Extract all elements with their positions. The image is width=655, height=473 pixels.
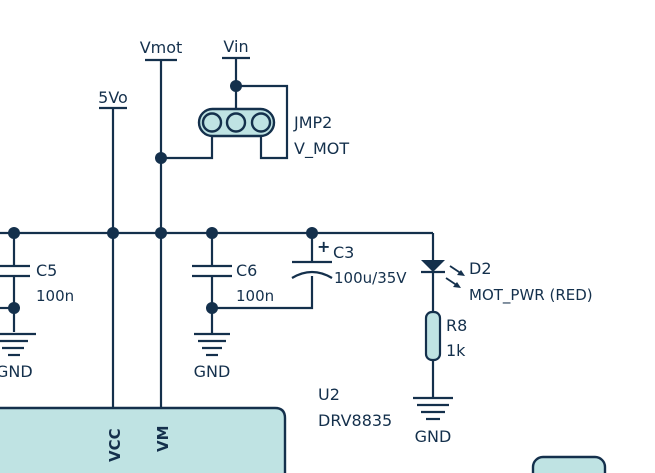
junction-dot	[155, 227, 167, 239]
vin-loop-wire	[236, 84, 289, 160]
c3-bottom-wire	[212, 276, 314, 310]
c6-ref: C6	[236, 261, 257, 280]
junction-dot	[107, 227, 119, 239]
vin-power-symbol: Vin	[222, 37, 250, 60]
ic-pin-vm: VM	[154, 425, 172, 452]
c6-value: 100n	[236, 287, 274, 305]
r8-ref: R8	[446, 316, 467, 335]
junction-dot	[306, 227, 318, 239]
r8-value: 1k	[446, 341, 466, 360]
junction-dot	[230, 80, 242, 92]
jmp-left-wire	[161, 136, 214, 160]
c5-value: 100n	[36, 287, 74, 305]
d2-ref: D2	[469, 259, 492, 278]
capacitor-c5: C5 100n	[0, 261, 74, 305]
junction-dot	[155, 152, 167, 164]
led-d2: D2 MOT_PWR (RED)	[421, 259, 593, 305]
junction-dot	[206, 302, 218, 314]
resistor-r8: R8 1k	[424, 310, 467, 362]
ground-symbol-r8: GND	[413, 396, 453, 446]
partial-component-bottom-right	[531, 455, 607, 473]
junction-dot	[8, 302, 20, 314]
ground-label: GND	[415, 427, 452, 446]
capacitor-c3: + C3 100u/35V	[291, 237, 407, 287]
d2-value: MOT_PWR (RED)	[469, 286, 593, 305]
u2-ref: U2	[318, 385, 340, 404]
vin-label: Vin	[223, 37, 248, 56]
ground-label: GND	[194, 362, 231, 381]
ground-symbol-c6: GND	[194, 332, 231, 381]
ground-symbol-c5: GND	[0, 332, 36, 381]
c5-ref: C5	[36, 261, 57, 280]
junction-dots	[8, 80, 318, 314]
ground-label: GND	[0, 362, 33, 381]
u2-part: DRV8835	[318, 411, 392, 430]
vmot-power-symbol: Vmot	[140, 38, 183, 62]
jmp2-ref: JMP2	[293, 113, 332, 132]
ic-u2: VCC VM U2 DRV8835	[0, 385, 392, 473]
jmp2-value: V_MOT	[294, 139, 349, 159]
5v-label: 5Vo	[98, 88, 128, 107]
c3-polarity: +	[317, 237, 330, 256]
c3-value: 100u/35V	[334, 269, 407, 287]
c3-ref: C3	[333, 243, 354, 262]
5v-power-symbol: 5Vo	[98, 88, 128, 110]
ic-pin-vcc: VCC	[106, 428, 124, 462]
capacitor-c6: C6 100n	[192, 261, 274, 305]
junction-dot	[206, 227, 218, 239]
jumper-jmp2: JMP2 V_MOT	[197, 107, 349, 159]
junction-dot	[8, 227, 20, 239]
vmot-label: Vmot	[140, 38, 183, 57]
